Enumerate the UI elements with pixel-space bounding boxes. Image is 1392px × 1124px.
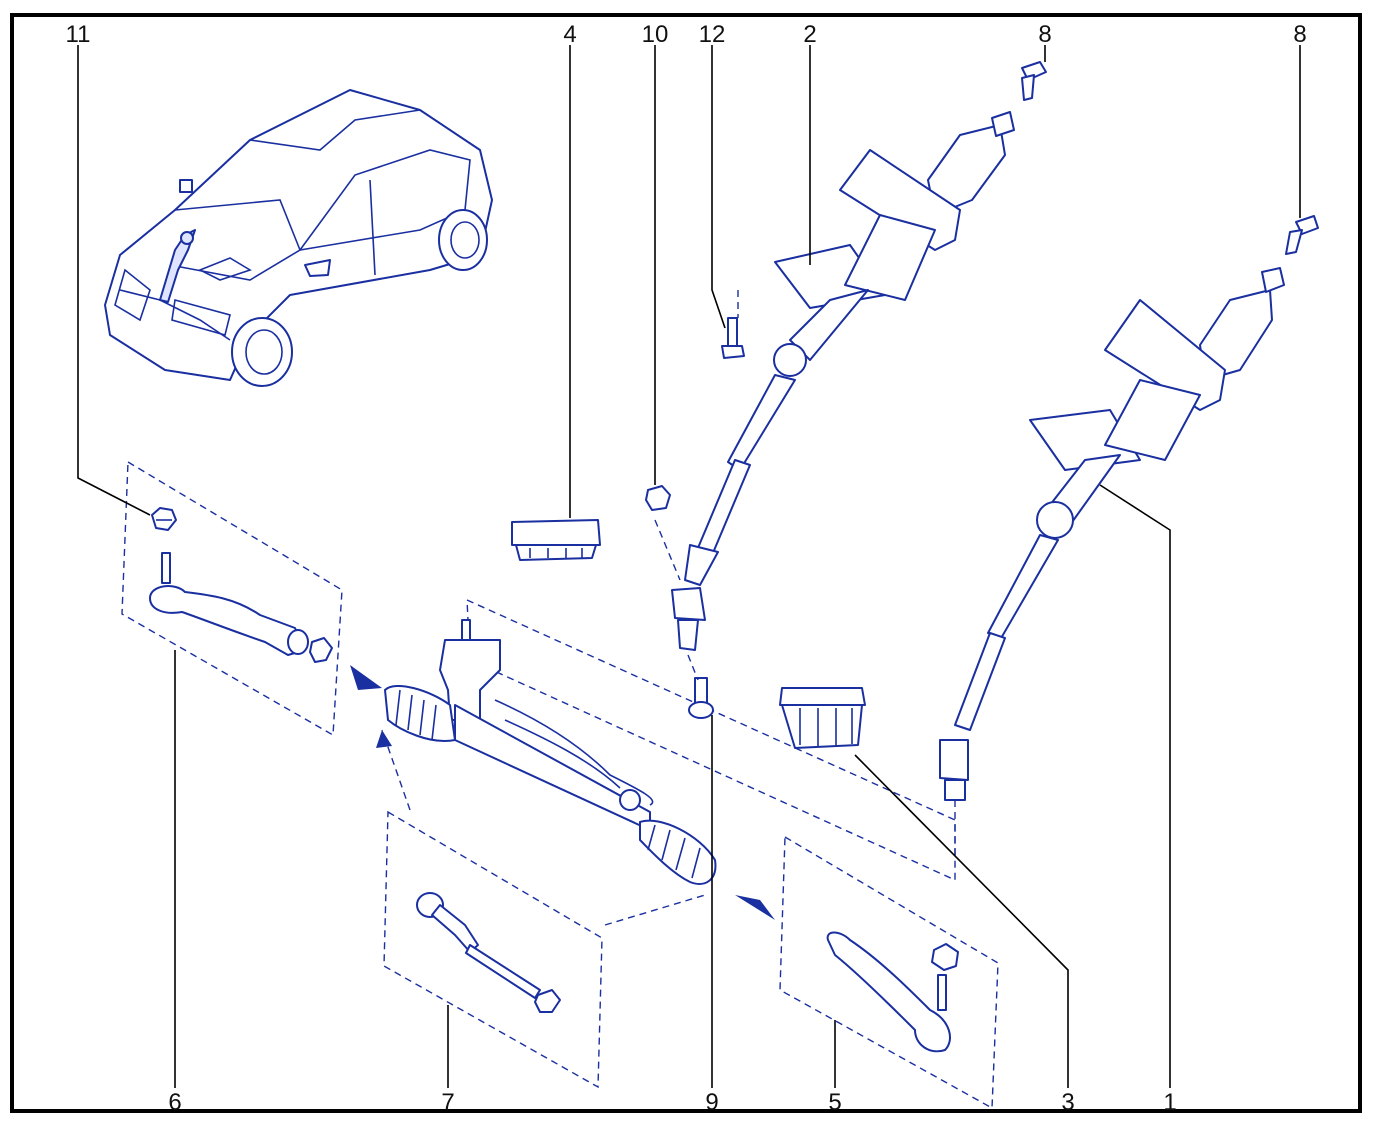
- callout-1: 1: [1163, 1089, 1176, 1116]
- tie-rod-end-5: [779, 835, 999, 1110]
- boot-4: [511, 519, 601, 561]
- diagram-frame: [10, 13, 1362, 1113]
- callout-12: 12: [699, 21, 726, 48]
- callout-4: 4: [563, 21, 576, 48]
- callout-2: 2: [803, 21, 816, 48]
- callout-8-upper: 8: [1038, 21, 1051, 48]
- callout-7: 7: [441, 1089, 454, 1116]
- steering-column-1: [939, 267, 1285, 801]
- callout-6: 6: [168, 1089, 181, 1116]
- steering-rack: [384, 598, 956, 885]
- nut-11: [151, 507, 177, 531]
- bolt-9: [688, 677, 714, 719]
- callout-labels: 11 4 10 12 2 8 8 6 7 9 5 3 1: [66, 21, 1307, 1116]
- steering-column-2: [671, 111, 1015, 651]
- leader-lines: [77, 45, 1301, 1088]
- callout-5: 5: [828, 1089, 841, 1116]
- callout-10: 10: [642, 21, 669, 48]
- assembly-arrows: [350, 290, 956, 926]
- bolt-8a: [1021, 61, 1047, 101]
- tie-rod-end-6: [121, 460, 343, 737]
- callout-3: 3: [1061, 1089, 1074, 1116]
- car-illustration: [104, 89, 493, 387]
- bolt-12: [721, 317, 745, 359]
- callout-9: 9: [705, 1089, 718, 1116]
- nut-10: [645, 485, 671, 511]
- boot-3: [779, 687, 866, 749]
- callout-8-right: 8: [1293, 21, 1306, 48]
- inner-tie-rod-7: [383, 810, 603, 1089]
- callout-11: 11: [66, 21, 91, 48]
- bolt-8b: [1285, 215, 1319, 255]
